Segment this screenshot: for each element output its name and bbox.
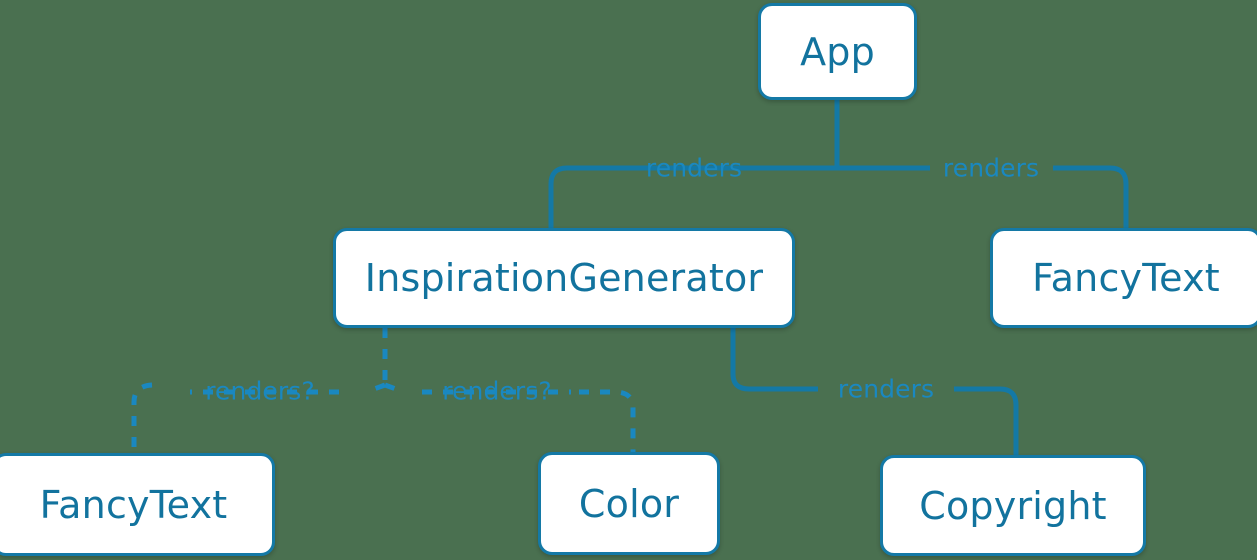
edge-label-app-to-fancytext: renders	[942, 153, 1040, 183]
node-fancytext-right-label: FancyText	[1032, 256, 1220, 300]
edge-label-app-to-inspiration-generator: renders	[645, 153, 743, 183]
edge-inspirationgenerator-to-copyright-tail	[954, 386, 1019, 455]
edge-label-inspiration-generator-to-color: renders?	[442, 376, 552, 406]
node-fancytext-bottom[interactable]: FancyText	[0, 453, 275, 556]
node-copyright[interactable]: Copyright	[880, 455, 1146, 556]
node-color[interactable]: Color	[538, 452, 720, 555]
edge-label-inspiration-generator-to-copyright: renders	[837, 374, 935, 404]
edge-label-inspiration-generator-to-fancytext: renders?	[205, 376, 315, 406]
node-copyright-label: Copyright	[919, 483, 1107, 528]
edge-inspirationgenerator-to-color	[384, 382, 405, 395]
edge-inspirationgenerator-to-color-drop	[579, 389, 636, 452]
node-inspiration-generator[interactable]: InspirationGenerator	[333, 228, 795, 328]
edge-app-to-inspirationgenerator-tail	[548, 165, 748, 228]
node-inspiration-generator-label: InspirationGenerator	[364, 256, 764, 300]
node-app[interactable]: App	[758, 3, 917, 100]
edge-inspirationgenerator-to-fancytext	[365, 382, 386, 395]
edge-inspirationgenerator-to-copyright-head	[730, 328, 818, 392]
node-app-label: App	[800, 29, 875, 74]
edge-inspirationgenerator-to-fancytext-drop	[131, 382, 153, 453]
node-fancytext-right[interactable]: FancyText	[990, 228, 1257, 328]
node-color-label: Color	[578, 481, 680, 526]
edge-app-to-fancytext-tail	[1053, 165, 1129, 228]
node-fancytext-bottom-label: FancyText	[39, 482, 228, 527]
